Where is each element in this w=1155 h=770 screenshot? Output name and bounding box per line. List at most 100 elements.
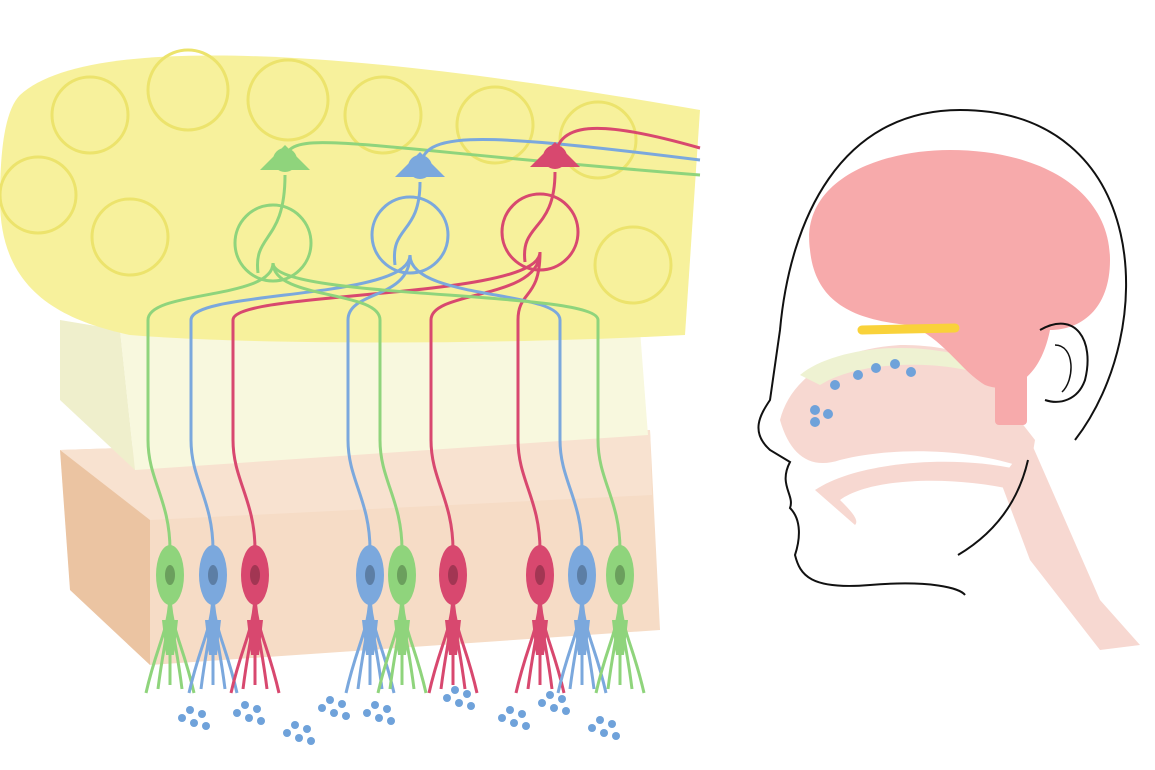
odor-molecule (338, 700, 346, 708)
odor-molecule (538, 699, 546, 707)
glomerulus (455, 85, 535, 165)
nasal-cavity (780, 345, 1035, 470)
sensory-axon-green (271, 262, 404, 551)
odor-molecule (558, 695, 566, 703)
odor-molecule (241, 701, 249, 709)
nucleus (165, 565, 175, 585)
sensory-axon-green (271, 262, 622, 551)
odor-molecule (451, 686, 459, 694)
mitral-cell-body (273, 148, 297, 172)
odor-molecule (233, 709, 241, 717)
odor-molecule (463, 690, 471, 698)
odor-molecule (295, 734, 303, 742)
odor-molecule (363, 709, 371, 717)
cribriform-front (120, 330, 648, 470)
glomerulus (50, 75, 130, 155)
sensory-neuron-green (606, 545, 634, 605)
odor-molecule (283, 729, 291, 737)
mitral-cell-body (408, 155, 432, 179)
dendrite-knob (532, 620, 548, 655)
dendrite-knob (574, 620, 590, 655)
olfactory-epithelium (60, 430, 660, 665)
odor-molecule (383, 705, 391, 713)
odor-molecule (245, 714, 253, 722)
odor-molecule (318, 704, 326, 712)
sensory-axon-blue (189, 254, 412, 551)
odor-molecule (253, 705, 261, 713)
palate (815, 461, 1020, 525)
nucleus (577, 565, 587, 585)
dendrite-knob (612, 620, 628, 655)
olfactory-bulb-head (857, 323, 960, 335)
sensory-axon-blue (408, 254, 584, 551)
mitral-dendrite (255, 174, 287, 274)
odor-molecule (387, 717, 395, 725)
dendrite-knob (445, 620, 461, 655)
odor-molecule (562, 707, 570, 715)
epithelium-side (60, 450, 150, 665)
nucleus (535, 565, 545, 585)
sensory-axon-red (516, 251, 542, 551)
dendrite-knob (362, 620, 378, 655)
odor-molecule (342, 712, 350, 720)
sensory-axon-red (429, 251, 542, 551)
pharynx (1000, 440, 1140, 650)
mitral-dendrite (392, 181, 422, 266)
dendrite-knob (247, 620, 263, 655)
odor-molecule (443, 694, 451, 702)
odor-molecule (326, 696, 334, 704)
cribriform-plate (60, 320, 648, 470)
sensory-neuron-red (439, 545, 467, 605)
glomerulus-blue (370, 195, 450, 275)
odor-molecule (596, 716, 604, 724)
odor-molecule (198, 710, 206, 718)
odor-molecules-nose (810, 359, 916, 427)
nucleus (397, 565, 407, 585)
ear (1039, 322, 1089, 403)
glomerulus (0, 155, 78, 235)
glomerulus (90, 197, 170, 277)
odor-molecule (506, 706, 514, 714)
nucleus (448, 565, 458, 585)
nucleus (365, 565, 375, 585)
sensory-neuron-red (526, 545, 554, 605)
nucleus (615, 565, 625, 585)
odor-molecules (178, 686, 620, 745)
odor-molecule (190, 719, 198, 727)
odor-molecule (550, 704, 558, 712)
sensory-axon-red (231, 251, 542, 551)
odor-molecule (307, 737, 315, 745)
odor-molecule (303, 725, 311, 733)
brain (809, 150, 1110, 388)
nucleus (250, 565, 260, 585)
glomerulus (146, 48, 230, 132)
odor-molecule (257, 717, 265, 725)
odor-molecule (588, 724, 596, 732)
mitral-dendrite (523, 171, 557, 263)
dendrite-knob (394, 620, 410, 655)
dendrite-knob (162, 620, 178, 655)
olfactory-bulb (0, 48, 700, 343)
sensory-neuron-green (156, 545, 184, 605)
jaw-line (957, 459, 1029, 556)
odor-molecule (600, 729, 608, 737)
odor-molecule (291, 721, 299, 729)
glomerulus (593, 225, 673, 305)
odor-molecule (467, 702, 475, 710)
odor-molecule (455, 699, 463, 707)
odor-molecule (608, 720, 616, 728)
glomerulus (558, 100, 638, 180)
dendrite-knob (205, 620, 221, 655)
glomerulus-green (233, 203, 313, 283)
head-outline (757, 108, 1128, 596)
odor-molecule (612, 732, 620, 740)
odor-molecule (186, 706, 194, 714)
head-diagram (757, 108, 1140, 650)
odor-molecule (375, 714, 383, 722)
sensory-axon-blue (346, 254, 412, 551)
mitral-cell-body (543, 145, 567, 169)
ear-inner (1054, 344, 1072, 393)
glomerulus (343, 75, 423, 155)
odor-molecule (178, 714, 186, 722)
